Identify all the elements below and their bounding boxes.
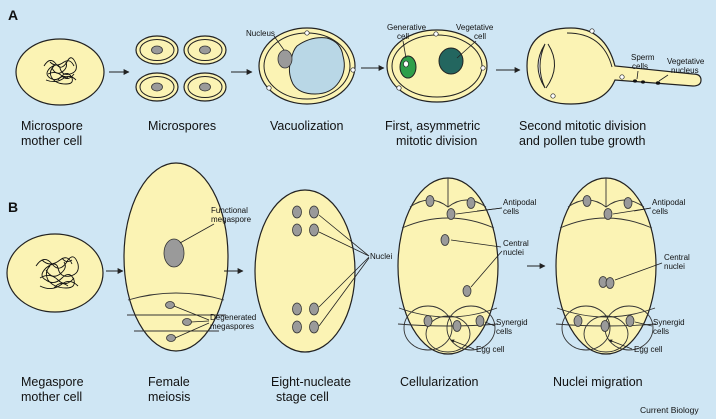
- caption-a1-line2: mother cell: [21, 134, 82, 148]
- synergid-label-1-b4: Synergid: [496, 318, 528, 327]
- nucleus-label: Nucleus: [246, 29, 275, 38]
- functional-megaspore-label-2: megaspore: [211, 215, 252, 224]
- caption-a2: Microspores: [148, 119, 216, 133]
- caption-b2-line1: Female: [148, 375, 190, 389]
- caption-b2-line2: meiosis: [148, 390, 190, 404]
- panel-b-letter: B: [8, 199, 18, 215]
- central-nuclei-label-1-b5: Central: [664, 253, 690, 262]
- chromatin-tangle-b: [35, 256, 79, 289]
- vegetative-nucleus-a4: [438, 47, 464, 75]
- vegetative-cell-label-1: Vegetative: [456, 23, 494, 32]
- antipodal-label-1-b4: Antipodal: [503, 198, 537, 207]
- egg-cell-label-b5: Egg cell: [634, 345, 663, 354]
- microspores-tetrad: [135, 35, 227, 102]
- caption-b1-line2: mother cell: [21, 390, 82, 404]
- caption-a4-line2: mitotic division: [396, 134, 477, 148]
- central-nuclei-label-1-b4: Central: [503, 239, 529, 248]
- chromatin-tangle-a: [43, 57, 77, 85]
- microspore-mother-cell: [15, 38, 105, 106]
- megaspore-mother-cell: [6, 233, 104, 313]
- caption-b1-line1: Megaspore: [21, 375, 84, 389]
- antipodal-label-2-b4: cells: [503, 207, 519, 216]
- bicellular-pollen: [386, 29, 488, 103]
- generative-cell-label-1: Generative: [387, 23, 427, 32]
- antipodal-label-1-b5: Antipodal: [652, 198, 686, 207]
- vegetative-nucleus-label-2: nucleus: [671, 66, 699, 75]
- antipodal-label-2-b5: cells: [652, 207, 668, 216]
- synergid-label-2-b4: cells: [496, 327, 512, 336]
- caption-a3: Vacuolization: [270, 119, 343, 133]
- eight-nucleate-cell: [254, 189, 356, 353]
- pollen-with-tube: [526, 27, 702, 105]
- caption-b3-line1: Eight-nucleate: [271, 375, 351, 389]
- caption-a4-line1: First, asymmetric: [385, 119, 480, 133]
- synergid-label-2-b5: cells: [653, 327, 669, 336]
- degenerated-megaspores-label-1: Degenerated: [210, 313, 256, 322]
- caption-b3-line2: stage cell: [276, 390, 329, 404]
- central-nuclei-label-2-b5: nuclei: [664, 262, 685, 271]
- nuclei-label: Nuclei: [370, 252, 392, 261]
- caption-b5: Nuclei migration: [553, 375, 643, 389]
- functional-megaspore-label-1: Functional: [211, 206, 248, 215]
- sperm-cells-label-1: Sperm: [631, 53, 655, 62]
- nuclei-migration-sac: [555, 177, 657, 355]
- cellularized-embryo-sac: [397, 177, 499, 355]
- caption-a1-line1: Microspore: [21, 119, 83, 133]
- synergid-label-1-b5: Synergid: [653, 318, 685, 327]
- vegetative-nucleus-label-1: Vegetative: [667, 57, 705, 66]
- generative-cell-label-2: cell: [397, 32, 409, 41]
- panel-a-letter: A: [8, 7, 18, 23]
- vacuole: [288, 37, 345, 95]
- caption-b4: Cellularization: [400, 375, 479, 389]
- degenerated-megaspores-label-2: megaspores: [210, 322, 254, 331]
- sperm-cells-label-2: cells: [632, 62, 648, 71]
- vegetative-cell-label-2: cell: [474, 32, 486, 41]
- vacuolized-microspore: [258, 27, 356, 105]
- caption-a5-line1: Second mitotic division: [519, 119, 646, 133]
- egg-cell-label-b4: Egg cell: [476, 345, 505, 354]
- generative-cell: [399, 55, 417, 79]
- female-meiosis-cell: [123, 162, 229, 352]
- central-nuclei-label-2-b4: nuclei: [503, 248, 524, 257]
- credit-text: Current Biology: [640, 405, 699, 415]
- caption-a5-line2: and pollen tube growth: [519, 134, 646, 148]
